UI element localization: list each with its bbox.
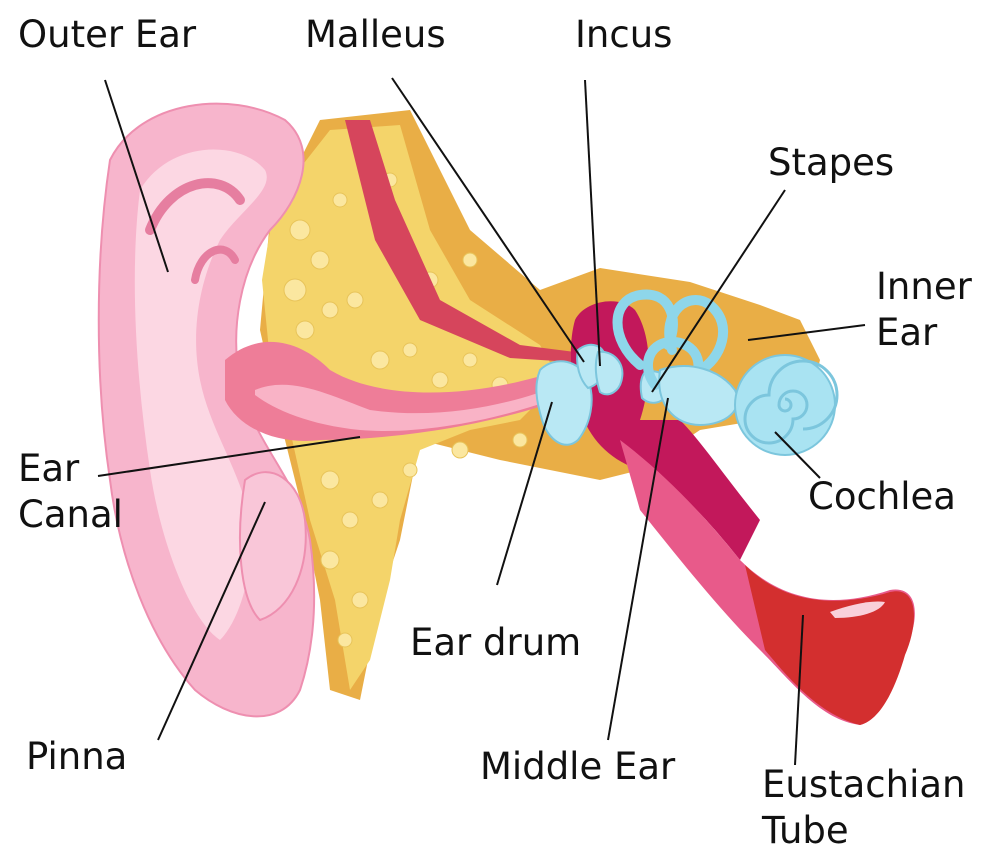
leader-lines: [97, 77, 866, 766]
label-middle-ear: Middle Ear: [480, 745, 676, 788]
antihelix-fold: [191, 245, 239, 284]
muscle-strand: [345, 120, 575, 362]
label-outer-ear: Outer Ear: [18, 13, 197, 56]
leader-ear-canal: [97, 436, 361, 477]
cochlea-shape: [734, 354, 839, 456]
vestibule: [658, 365, 739, 427]
label-incus: Incus: [575, 13, 673, 56]
leader-middle-ear: [607, 397, 669, 741]
label-eustachian-tube: Eustachian Tube: [762, 763, 966, 852]
leader-stapes: [651, 189, 786, 393]
auricle-inner-fold: [134, 149, 267, 640]
label-inner-ear: Inner Ear: [876, 265, 972, 354]
leader-pinna: [157, 501, 266, 741]
leader-incus: [584, 79, 601, 367]
eustachian-tube-opening: [745, 565, 915, 725]
ear-canal-highlight: [255, 384, 565, 431]
leader-cochlea: [774, 431, 821, 479]
fat-globules: [283, 172, 528, 648]
incus-bone: [594, 350, 624, 396]
label-pinna: Pinna: [26, 735, 128, 778]
label-cochlea: Cochlea: [808, 475, 956, 518]
eardrum-shape: [535, 360, 593, 446]
label-ear-drum: Ear drum: [410, 621, 582, 664]
tragus-lobe: [239, 471, 307, 622]
leader-inner-ear: [747, 324, 866, 341]
eustachian-tube-highlight: [830, 601, 885, 618]
leader-malleus: [391, 77, 585, 363]
label-stapes: Stapes: [768, 141, 895, 184]
leader-eustachian-tube: [794, 614, 804, 766]
label-malleus: Malleus: [305, 13, 446, 56]
leader-outer-ear: [104, 79, 169, 273]
label-ear-canal: Ear Canal: [18, 447, 123, 536]
helix-fold: [145, 178, 245, 235]
leader-ear-drum: [496, 401, 553, 586]
